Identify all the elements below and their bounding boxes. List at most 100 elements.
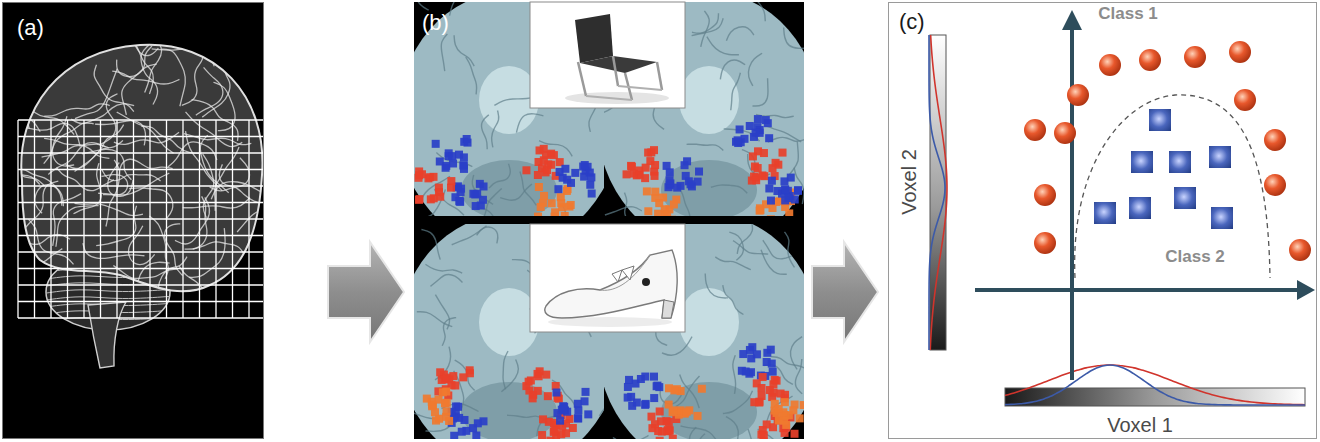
brain-panel [57, 168, 114, 191]
feature-space [888, 2, 1317, 439]
mri-panel [784, 232, 794, 268]
brain-panel [40, 296, 175, 301]
mri-panel [771, 376, 779, 384]
mri-panel [666, 427, 674, 435]
mri-panel [435, 184, 443, 192]
mri-panel [415, 171, 423, 179]
brain-panel [114, 132, 179, 144]
mri-panel [687, 180, 695, 188]
mri-panel [736, 125, 744, 133]
mri-panel [516, 114, 543, 133]
mri-panel [656, 407, 664, 415]
brain-panel [186, 131, 223, 191]
mri-panel [791, 430, 799, 438]
mri-panel [625, 376, 633, 384]
feature-space [975, 288, 1300, 292]
mri-panel [687, 144, 724, 150]
feature-space [1024, 41, 1311, 261]
mri-panel [538, 431, 546, 439]
mri-panel [574, 414, 582, 422]
mri-panel [456, 197, 464, 205]
mri-panel [757, 384, 765, 392]
mri-panel [492, 111, 499, 148]
mri-panel [415, 195, 423, 203]
mri-panel [414, 2, 429, 10]
feature-space [930, 35, 946, 350]
mri-panel [561, 212, 569, 216]
mri-panel [715, 257, 751, 270]
mri-panel [599, 385, 604, 416]
mri-panel [726, 27, 753, 41]
mri-panel [781, 398, 789, 406]
mri-panel [764, 119, 772, 127]
mri-panel [781, 185, 789, 193]
mri-panel [472, 175, 493, 204]
mri-panel [466, 57, 477, 94]
brain-panel [117, 46, 152, 76]
mri-panel [738, 367, 746, 375]
mri-panel [544, 392, 552, 400]
mri-panel [781, 196, 789, 204]
mri-panel [455, 151, 463, 159]
mri-panel [749, 152, 757, 160]
mri-panel [647, 413, 655, 421]
panel-letter: (b) [422, 10, 449, 35]
mri-panel [442, 374, 450, 382]
mri-panel [760, 431, 768, 439]
mri-panel [723, 285, 744, 314]
mri-panel [542, 371, 550, 379]
brain-panel [0, 92, 30, 120]
feature-space [1229, 41, 1251, 63]
mri-panel [726, 417, 738, 439]
mri-panel [769, 164, 777, 172]
feature-space [1094, 202, 1116, 224]
chair-photo [657, 62, 662, 90]
mri-panel [534, 370, 542, 378]
mri-panel [800, 401, 804, 409]
feature-space [1174, 187, 1196, 209]
brain-panel [18, 301, 266, 302]
brain-panel [18, 268, 266, 269]
mri-panel [771, 400, 779, 408]
mri-panel [397, 0, 821, 442]
feature-space [1149, 109, 1171, 131]
mri-panel [588, 190, 596, 198]
mri-panel [624, 383, 632, 391]
mri-panel [633, 399, 641, 407]
mri-panel [644, 207, 652, 215]
mri-panel [397, 0, 821, 442]
mri-panel [681, 426, 716, 439]
mri-panel [432, 417, 440, 425]
mri-panel [661, 160, 757, 216]
mri-panel [743, 2, 765, 21]
brain-panel [18, 120, 266, 318]
brain-panel [39, 280, 85, 325]
mri-panel [500, 184, 532, 200]
mri-panel [683, 408, 691, 416]
mri-panel [554, 185, 562, 193]
mri-panel [794, 187, 802, 195]
mri-panel [529, 394, 537, 402]
mri-panel [701, 11, 710, 47]
mri-panel [421, 229, 440, 259]
mri-panel [642, 400, 650, 408]
mri-panel [563, 176, 571, 184]
mri-panel [663, 215, 671, 216]
mri-panel [552, 389, 560, 397]
brain-panel [3, 140, 45, 186]
brain-panel [141, 45, 158, 104]
chair-photo [530, 2, 685, 108]
mri-panel [569, 424, 577, 432]
mri-panel [539, 415, 547, 423]
mri-panel [641, 174, 649, 182]
brain-panel [18, 152, 266, 153]
mri-panel [571, 169, 579, 177]
mri-panel [733, 355, 736, 394]
mri-panel [729, 232, 743, 260]
chair-photo [565, 92, 669, 104]
shoe-photo [600, 255, 650, 290]
brain-panel [20, 233, 63, 263]
shoe-photo [545, 250, 677, 318]
brain-panel [176, 10, 231, 42]
